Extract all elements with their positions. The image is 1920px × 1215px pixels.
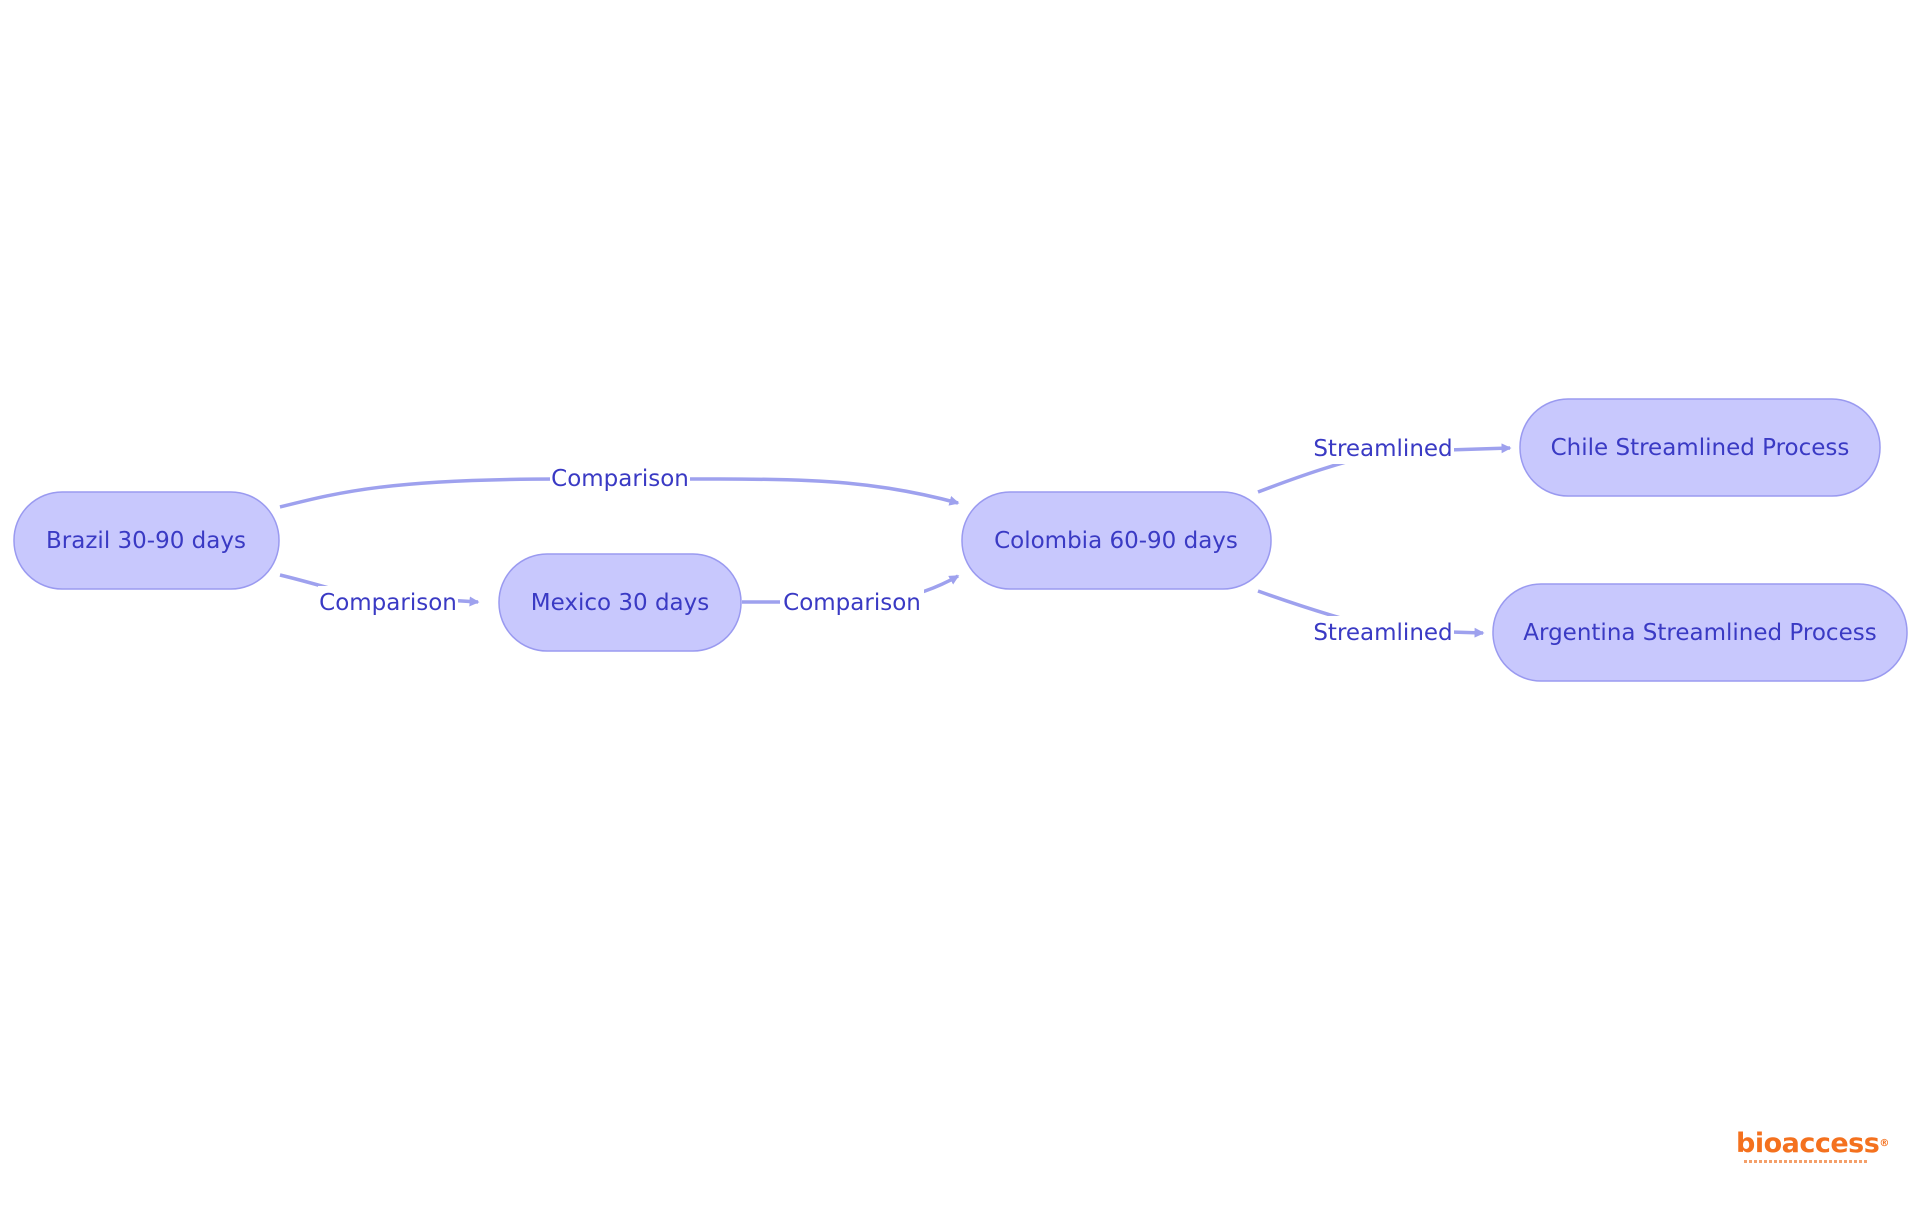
logo-wordmark: bioaccess	[1736, 1128, 1880, 1159]
node-colombia: Colombia 60-90 days	[961, 491, 1272, 590]
edge-label-bg	[550, 462, 690, 494]
edge-label: Streamlined	[1313, 436, 1452, 462]
node-shape	[1519, 398, 1881, 497]
edge-label: Comparison	[783, 590, 921, 616]
node-mexico: Mexico 30 days	[498, 553, 742, 652]
edge-mexico-colombia: Comparison	[742, 574, 960, 618]
edge-brazil-mexico: Comparison	[279, 573, 480, 618]
edge-brazil-colombia: Comparison	[279, 462, 960, 509]
node-label: Chile Streamlined Process	[1551, 435, 1850, 461]
edge-label-bg	[780, 586, 924, 618]
node-label: Colombia 60-90 days	[994, 528, 1238, 554]
node-label: Mexico 30 days	[531, 590, 710, 616]
edge-colombia-argentina: Streamlined	[1257, 589, 1485, 648]
edge-label: Streamlined	[1313, 620, 1452, 646]
edge-label: Comparison	[319, 590, 457, 616]
node-argentina: Argentina Streamlined Process	[1492, 583, 1908, 682]
node-brazil: Brazil 30-90 days	[13, 491, 280, 590]
node-label: Argentina Streamlined Process	[1523, 620, 1876, 646]
edge-colombia-chile: Streamlined	[1257, 432, 1512, 494]
node-shape	[498, 553, 742, 652]
logo-registered-mark: ®	[1879, 1138, 1889, 1149]
node-chile: Chile Streamlined Process	[1519, 398, 1881, 497]
edge-label-bg	[1312, 616, 1454, 648]
logo-tagline-bar	[1744, 1160, 1868, 1163]
node-label: Brazil 30-90 days	[46, 528, 246, 554]
node-shape	[1492, 583, 1908, 682]
edge-label: Comparison	[551, 466, 689, 492]
node-shape	[961, 491, 1272, 590]
bioaccess-logo: bioaccess®	[1736, 1128, 1889, 1163]
node-shape	[13, 491, 280, 590]
edge-label-bg	[1312, 432, 1454, 464]
edge-label-bg	[318, 586, 458, 618]
